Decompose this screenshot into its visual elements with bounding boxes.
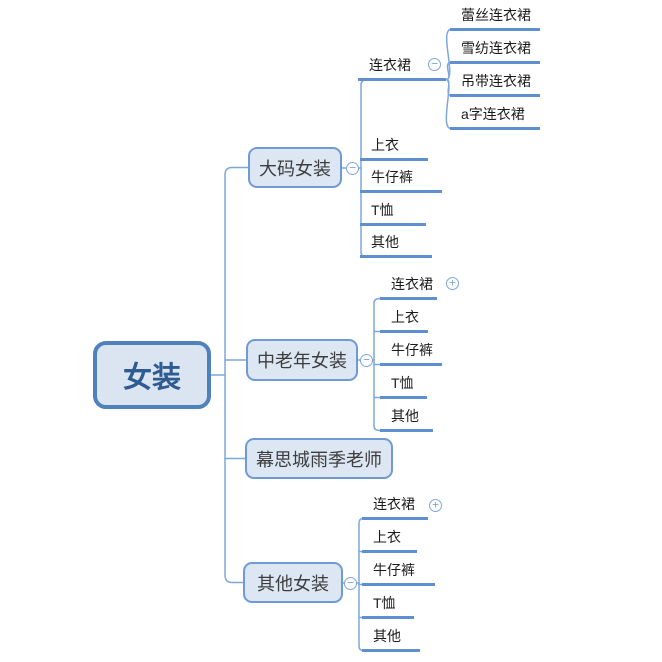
collapse-toggle-icon-plus-size[interactable]: − [346, 162, 359, 175]
topic-other-womens[interactable]: 其他女装 [243, 562, 343, 603]
topic-label: 大码女装 [259, 158, 331, 179]
collapse-toggle-icon-dress-1[interactable]: − [428, 58, 441, 71]
expand-toggle-icon-dress-3[interactable]: + [429, 499, 442, 512]
topic-jeans-1[interactable]: 牛仔裤 [360, 165, 442, 193]
branch2-connectors [357, 297, 381, 432]
expand-toggle-icon-dress-2[interactable]: + [446, 277, 459, 290]
topic-aline-dress[interactable]: a字连衣裙 [450, 102, 540, 130]
topic-plus-size-womens[interactable]: 大码女装 [248, 147, 342, 188]
collapse-toggle-icon-other-womens[interactable]: − [344, 577, 357, 590]
topic-dress-2[interactable]: 连衣裙 [380, 272, 437, 300]
topic-tshirt-3[interactable]: T恤 [362, 591, 414, 619]
topic-other-1[interactable]: 其他 [360, 230, 432, 258]
topic-tshirt-2[interactable]: T恤 [380, 371, 427, 399]
root-connectors [210, 166, 249, 584]
topic-other-3[interactable]: 其他 [362, 624, 420, 652]
topic-label: 其他女装 [257, 573, 329, 594]
topic-slip-dress[interactable]: 吊带连衣裙 [450, 69, 540, 97]
topic-label: 中老年女装 [257, 351, 347, 371]
dress-sub-connectors [445, 28, 452, 130]
topic-top-3[interactable]: 上衣 [362, 525, 417, 553]
topic-musicheng-rainy-teacher[interactable]: 幕思城雨季老师 [245, 438, 393, 479]
topic-jeans-3[interactable]: 牛仔裤 [362, 558, 435, 586]
topic-jeans-2[interactable]: 牛仔裤 [380, 338, 442, 366]
root-topic-label: 女装 [122, 362, 181, 394]
topic-tshirt-1[interactable]: T恤 [360, 198, 426, 226]
topic-lace-dress[interactable]: 蕾丝连衣裙 [450, 3, 540, 31]
topic-top-2[interactable]: 上衣 [380, 305, 428, 333]
topic-dress-3[interactable]: 连衣裙 [362, 492, 428, 520]
topic-top-1[interactable]: 上衣 [360, 133, 428, 161]
topic-chiffon-dress[interactable]: 雪纺连衣裙 [450, 36, 540, 64]
topic-label: 幕思城雨季老师 [256, 449, 382, 470]
root-topic-womens-clothing[interactable]: 女装 [93, 341, 211, 409]
collapse-toggle-icon-middle-aged[interactable]: − [360, 354, 373, 367]
topic-middle-aged-womens[interactable]: 中老年女装 [246, 339, 358, 381]
topic-other-2[interactable]: 其他 [380, 404, 433, 432]
topic-dress-1[interactable]: 连衣裙 [358, 53, 446, 81]
